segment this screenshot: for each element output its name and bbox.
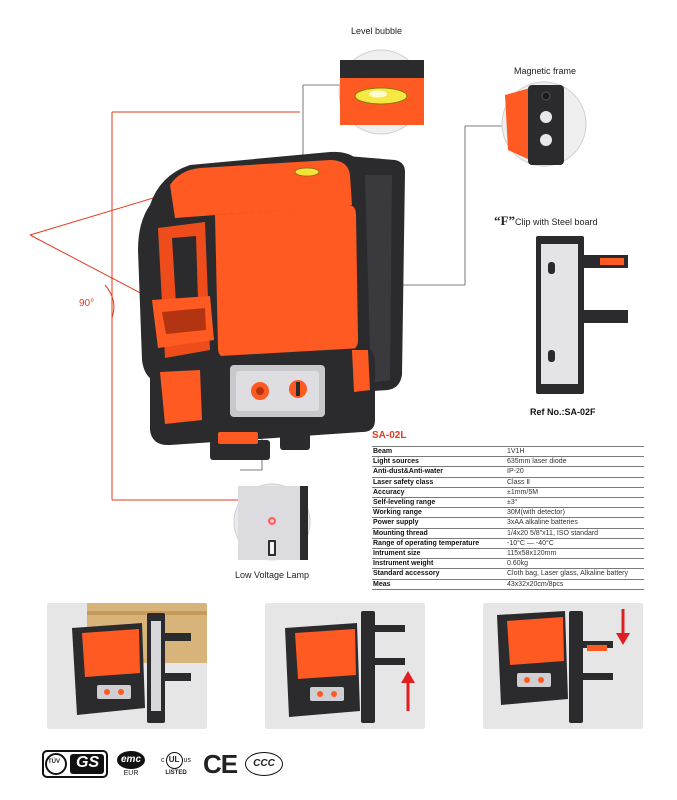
ul-text: UL (165, 751, 183, 769)
spec-key: Light sources (372, 456, 506, 468)
low-voltage-lamp-label: Low Voltage Lamp (235, 570, 310, 580)
emc-text: emc (117, 750, 145, 769)
emc-logo: emc EUR (114, 750, 148, 778)
ce-text: CE (202, 749, 238, 779)
ul-listed-text: LISTED (165, 770, 187, 776)
spec-value: Cloth bag, Laser glass, Alkaline battery (506, 568, 644, 580)
spec-value: 30M(with detector) (506, 507, 644, 519)
spec-key: Mounting thread (372, 528, 506, 539)
ccc-text: CCC (245, 752, 283, 776)
thumbnail-clip-down (483, 603, 643, 729)
ul-row: c UL us (161, 751, 191, 769)
thumbnail-wall-mount-graphic (72, 603, 207, 723)
spec-value: 635mm laser diode (506, 456, 644, 468)
tuv-gs-logo: TÜV GS (42, 750, 108, 778)
spec-value: 1V1H (506, 445, 644, 458)
ccc-logo: CCC (244, 750, 284, 778)
eur-text: EUR (123, 769, 139, 777)
spec-value: 3xAA alkaline batteries (506, 517, 644, 529)
spec-row: Accuracy±1mm/5M (372, 487, 644, 499)
ref-number: Ref No.:SA-02F (530, 407, 596, 417)
thumbnail-clip-up (265, 603, 425, 729)
spec-key: Beam (372, 445, 506, 458)
ce-logo: CE (202, 750, 238, 778)
tuv-text: TÜV (48, 759, 60, 765)
thumbnail-clip-down-graphic (497, 609, 630, 723)
spec-key: Meas (372, 579, 506, 590)
main-product-illustration (29, 49, 628, 561)
ul-listed-logo: c UL us LISTED (156, 750, 196, 778)
spec-key: Laser safety class (372, 477, 506, 488)
spec-key: Self-leveling range (372, 497, 506, 509)
steel-clip-board (536, 236, 628, 394)
spec-key: Instrument weight (372, 558, 506, 570)
spec-value: Class Ⅱ (506, 477, 644, 488)
spec-row: Self-leveling range±3° (372, 497, 644, 509)
laser-level-device (138, 151, 405, 460)
ul-c-text: c (161, 756, 165, 764)
magnetic-frame-label: Magnetic frame (514, 66, 577, 76)
spec-value: 43x32x20cm/8pcs (506, 579, 644, 590)
gs-text: GS (76, 754, 100, 771)
spec-row: Range of operating temperature-10°C — -4… (372, 538, 644, 550)
spec-value: 115x58x120mm (506, 548, 644, 560)
model-title: SA-02L (372, 430, 407, 441)
spec-value: 0.60kg (506, 558, 644, 570)
level-bubble-zoom (338, 49, 424, 135)
spec-value: ±3° (506, 497, 644, 509)
ul-us-text: us (183, 756, 191, 764)
spec-key: Anti-dust&Anti-water (372, 466, 506, 478)
clip-label-prefix: “F” (494, 213, 515, 228)
spec-key: Standard accessory (372, 568, 506, 580)
thumbnail-wall-mount (47, 603, 207, 729)
level-bubble-label: Level bubble (351, 26, 403, 36)
spec-value: ±1mm/5M (506, 487, 644, 499)
spec-value: -10°C — -40°C (506, 538, 644, 550)
magnetic-frame-zoom (501, 81, 587, 167)
spec-value: 1/4x20 5/8"x11, ISO standard (506, 528, 644, 539)
thumbnail-clip-up-graphic (285, 611, 415, 723)
clip-label-text: Clip with Steel board (514, 217, 598, 227)
spec-key: Power supply (372, 517, 506, 529)
spec-key: Range of operating temperature (372, 538, 506, 550)
tuv-gs-logo-graphic (42, 750, 108, 778)
spec-key: Working range (372, 507, 506, 519)
clip-label: “F”Clip with Steel board (494, 213, 598, 229)
spec-value: IP-20 (506, 466, 644, 478)
spec-key: Intrument size (372, 548, 506, 560)
spec-key: Accuracy (372, 487, 506, 499)
angle-label: 90° (79, 298, 95, 309)
low-voltage-lamp-zoom (233, 483, 311, 561)
